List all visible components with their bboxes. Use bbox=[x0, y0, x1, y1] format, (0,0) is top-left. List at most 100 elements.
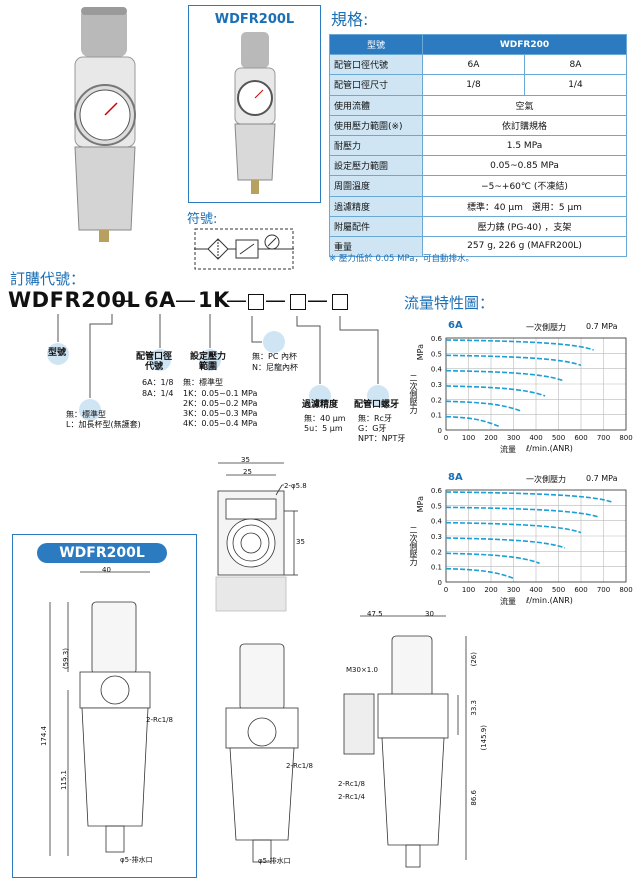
dim-label: 47.5 bbox=[367, 610, 383, 618]
y-tick-label: 0.4 bbox=[431, 518, 443, 526]
x-tick-label: 200 bbox=[484, 586, 497, 594]
dim-label: 30 bbox=[425, 610, 434, 618]
flow-curve bbox=[445, 537, 566, 549]
flow-curve bbox=[445, 354, 582, 367]
bowl-option-1: 無：標準型 bbox=[66, 410, 106, 419]
x-tick-label: 0 bbox=[444, 586, 448, 594]
dim-label: 40 bbox=[102, 566, 111, 574]
chart-xlabel: 流量 bbox=[500, 597, 516, 606]
flow-title: 流量特性圖： bbox=[404, 294, 495, 312]
spec-cell: −5~+60℃ (不凍結) bbox=[422, 175, 627, 197]
dim-label: M30×1.0 bbox=[346, 666, 378, 674]
symbol-title: 符號: bbox=[187, 212, 218, 227]
dim-label: φ5-排水口 bbox=[120, 856, 153, 864]
x-tick-label: 400 bbox=[529, 434, 542, 442]
dim-label: 2-Rc1/8 bbox=[286, 762, 313, 770]
press-option: 無：標準型 bbox=[183, 378, 223, 387]
product-box: WDFR200L bbox=[188, 5, 321, 203]
filter-option: 5u：5 μm bbox=[304, 424, 343, 433]
spec-cell: 標準：40 μm 選用：5 μm bbox=[422, 195, 627, 217]
chart-primary: 一次側壓力 bbox=[526, 475, 566, 484]
flow-curve bbox=[445, 385, 546, 397]
chart-xlabel: 流量 bbox=[500, 445, 516, 454]
drawing-box-label: WDFR200L bbox=[37, 543, 167, 563]
spec-cell: 壓力錶 (PG-40) ，支架 bbox=[422, 215, 627, 237]
spec-cell: 1/8 bbox=[422, 74, 525, 96]
dim-label: (145.9) bbox=[480, 725, 488, 751]
spec-cell: 1.5 MPa bbox=[422, 134, 627, 157]
spec-row-label: 使用流體 bbox=[329, 94, 423, 116]
spec-row-label: 設定壓力範圍 bbox=[329, 155, 423, 177]
dim-label: 35 bbox=[296, 538, 305, 546]
product-small-photo bbox=[234, 32, 276, 194]
x-tick-label: 300 bbox=[507, 586, 520, 594]
flow-curve bbox=[445, 506, 600, 519]
cup-option: N：尼龍內杯 bbox=[252, 363, 298, 372]
flow-curve bbox=[445, 567, 515, 580]
spec-note: ※ 壓力低於 0.05 MPa，可自動排水。 bbox=[329, 254, 474, 264]
y-tick-label: 0 bbox=[438, 427, 442, 435]
y-tick-label: 0.6 bbox=[431, 335, 443, 343]
thread-option: NPT：NPT牙 bbox=[358, 434, 406, 443]
x-tick-label: 0 bbox=[444, 434, 448, 442]
spec-row-label: 配管口徑代號 bbox=[329, 54, 423, 76]
spec-table: 型號 WDFR200 配管口徑代號 6A 8A 配管口徑尺寸 1/8 1/4 使… bbox=[329, 33, 628, 258]
flow-curve bbox=[445, 415, 501, 428]
press-option: 2K：0.05~0.2 MPa bbox=[183, 399, 258, 408]
code-box bbox=[332, 294, 348, 310]
filter-option: 無：40 μm bbox=[304, 414, 346, 423]
order-title: 訂購代號： bbox=[10, 270, 86, 288]
flow-curve bbox=[445, 400, 522, 413]
side-view-drawing bbox=[225, 643, 299, 863]
y-tick-label: 0.5 bbox=[431, 502, 442, 510]
x-tick-label: 700 bbox=[597, 586, 610, 594]
right-view-drawing bbox=[343, 615, 467, 868]
press-title: 設定壓力 範圍 bbox=[190, 352, 227, 372]
drawing-box: WDFR200L bbox=[12, 534, 197, 878]
spec-cell: 1/4 bbox=[523, 74, 628, 96]
spec-header-label: 型號 bbox=[329, 33, 423, 56]
flow-curve bbox=[445, 552, 540, 565]
spec-row-label: 配管口徑尺寸 bbox=[329, 74, 423, 96]
front-view-drawing bbox=[49, 571, 151, 856]
chart-primary-val: 0.7 MPa bbox=[586, 474, 618, 483]
flow-curve bbox=[445, 491, 612, 503]
y-tick-label: 0.1 bbox=[431, 412, 442, 420]
port-option: 8A：1/4 bbox=[142, 389, 174, 398]
dash: — bbox=[112, 288, 134, 312]
chart-xunit: ℓ/min.(ANR) bbox=[526, 444, 573, 453]
flow-curve bbox=[445, 521, 582, 534]
spec-header-value: WDFR200 bbox=[422, 33, 627, 56]
dim-label: 33.3 bbox=[470, 700, 478, 716]
chart-ylabel: 二次側壓力 bbox=[409, 374, 418, 414]
spec-row-label: 附屬配件 bbox=[329, 215, 423, 237]
spec-cell: 257 g, 226 g (MAFR200L) bbox=[422, 235, 627, 258]
order-code-press: 1K bbox=[198, 288, 230, 312]
spec-cell: 依訂購規格 bbox=[422, 114, 627, 136]
order-leaders bbox=[47, 314, 389, 420]
x-tick-label: 100 bbox=[462, 434, 475, 442]
spec-row-label: 重量 bbox=[329, 235, 423, 258]
top-view-drawing bbox=[215, 462, 298, 612]
cup-option: 無：PC 內杯 bbox=[252, 352, 297, 361]
press-option: 4K：0.05~0.4 MPa bbox=[183, 419, 258, 428]
press-option: 1K：0.05~0.1 MPa bbox=[183, 389, 258, 398]
dim-label: φ5-排水口 bbox=[258, 857, 291, 865]
x-tick-label: 100 bbox=[462, 586, 475, 594]
y-tick-label: 0.4 bbox=[431, 366, 443, 374]
chart-tag: 6A bbox=[448, 320, 463, 331]
dash: — bbox=[226, 288, 248, 312]
thread-title: 配管口螺牙 bbox=[354, 400, 400, 410]
chart-primary-val: 0.7 MPa bbox=[586, 322, 618, 331]
y-tick-label: 0.2 bbox=[431, 548, 442, 556]
product-box-label: WDFR200L bbox=[214, 12, 295, 27]
y-tick-label: 0 bbox=[438, 579, 442, 587]
spec-title: 規格: bbox=[331, 10, 369, 29]
chart-xunit: ℓ/min.(ANR) bbox=[526, 596, 573, 605]
port-option: 6A：1/8 bbox=[142, 378, 174, 387]
x-tick-label: 500 bbox=[552, 434, 565, 442]
chart-primary: 一次側壓力 bbox=[526, 323, 566, 332]
spec-row-label: 使用壓力範圍(※) bbox=[329, 114, 423, 136]
